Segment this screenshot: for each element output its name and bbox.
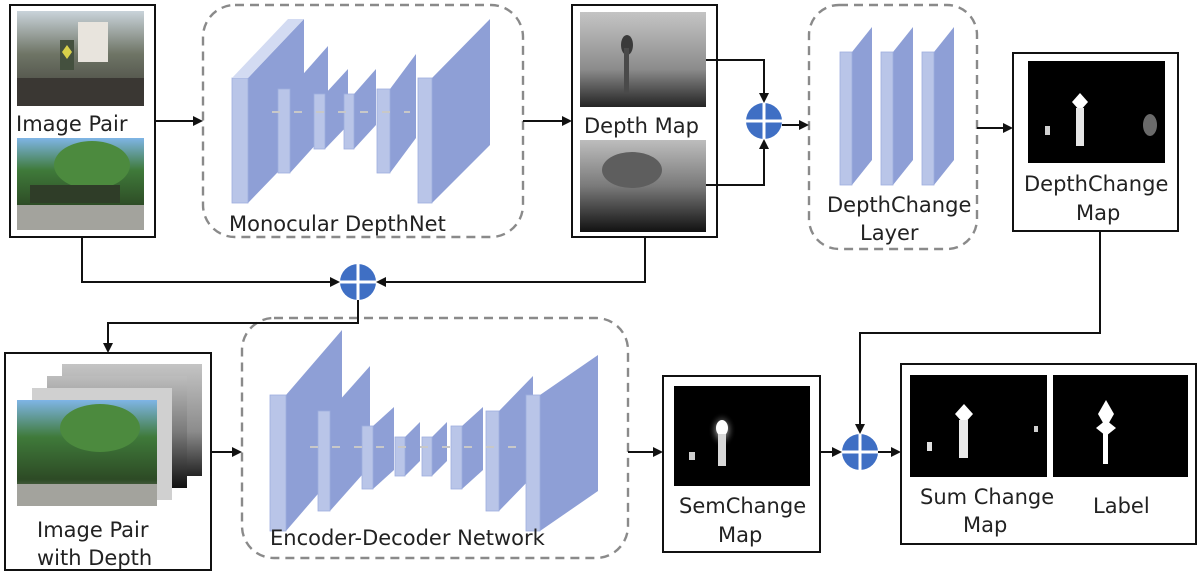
semchange-map-image bbox=[674, 386, 810, 486]
depthchange-layer-label-line1: DepthChange bbox=[827, 193, 971, 217]
image-pair-depth-stack bbox=[17, 364, 202, 506]
image-pair-photo-1 bbox=[17, 11, 144, 106]
encoder-decoder-layer-stack bbox=[269, 330, 598, 532]
connectors bbox=[81, 59, 1101, 457]
arrow-head-icon bbox=[376, 237, 646, 287]
encoder-decoder-frame bbox=[240, 316, 630, 560]
sum-change-map-image bbox=[910, 375, 1047, 477]
depth-map-image-2 bbox=[580, 140, 706, 232]
semchange-map-label-line2: Map bbox=[718, 523, 762, 547]
depthchange-map-label-line1: DepthChange bbox=[1024, 172, 1168, 196]
depth-map-label: Depth Map bbox=[584, 114, 699, 138]
plus-circle-icon bbox=[842, 434, 878, 470]
depthchange-map-label-line2: Map bbox=[1076, 201, 1120, 225]
arrow-head-icon bbox=[81, 237, 340, 287]
image-pair-depth-label-line1: Image Pair bbox=[37, 518, 149, 542]
plus-circle-icon bbox=[746, 103, 782, 139]
monocular-depthnet-label: Monocular DepthNet bbox=[229, 212, 446, 236]
depthnet-layer-stack bbox=[231, 19, 490, 204]
label-image bbox=[1053, 375, 1188, 477]
plus-circle-icon bbox=[340, 264, 376, 300]
arrow-head-icon bbox=[855, 231, 1101, 434]
arrow-head-icon bbox=[706, 59, 769, 103]
sum-change-label-line2: Map bbox=[963, 513, 1007, 537]
image-pair-label: Image Pair bbox=[16, 112, 128, 136]
image-pair-photo-2 bbox=[17, 138, 144, 230]
arrow-head-icon bbox=[706, 139, 769, 186]
depth-map-image-1 bbox=[580, 12, 706, 107]
label-caption: Label bbox=[1093, 494, 1150, 518]
image-pair-depth-label-line2: with Depth bbox=[37, 546, 152, 570]
encoder-decoder-label: Encoder-Decoder Network bbox=[270, 526, 546, 550]
depthchange-map-image bbox=[1028, 61, 1165, 163]
depthchange-layer-label-line2: Layer bbox=[860, 221, 919, 245]
sum-change-label-line1: Sum Change bbox=[920, 485, 1054, 509]
semchange-map-label-line1: SemChange bbox=[679, 494, 806, 518]
arrow-head-icon bbox=[103, 300, 359, 353]
depthchange-layer-stack bbox=[839, 27, 954, 186]
